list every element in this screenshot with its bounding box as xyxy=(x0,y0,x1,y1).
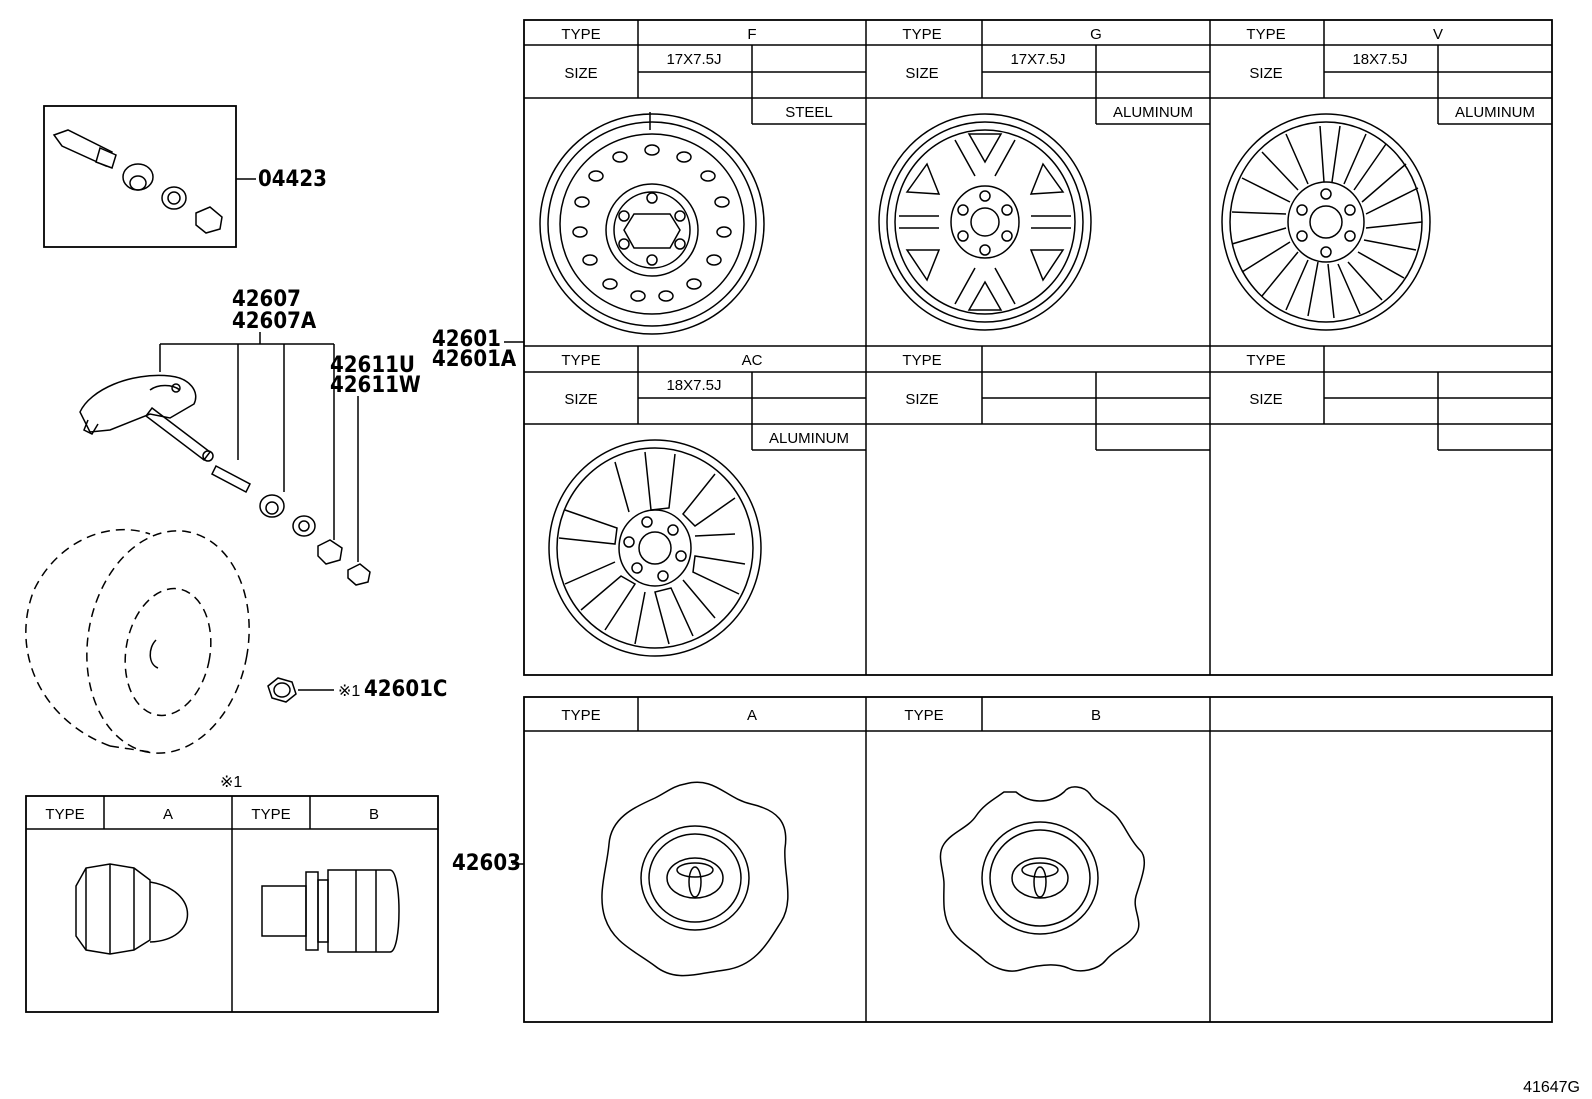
wheel-f-type-label: TYPE xyxy=(561,26,600,43)
wheel-v-material: ALUMINUM xyxy=(1455,104,1535,121)
wheel-f-material: STEEL xyxy=(785,104,833,121)
tpms-sensor-icon xyxy=(79,374,371,586)
flange-nut-icon xyxy=(261,869,400,953)
part-number-42601: 42601 xyxy=(432,327,501,352)
alloy-wheel-icon-g xyxy=(878,113,1092,331)
wheel-g-material: ALUMINUM xyxy=(1113,104,1193,121)
acorn-nut-icon xyxy=(75,863,189,955)
wheel-g-size-label: SIZE xyxy=(905,65,938,82)
hub-nut-type-label-b: TYPE xyxy=(251,806,290,823)
tpms-sensor-group: 42607 42607A 42611U 42611W xyxy=(79,287,421,586)
empty-col3-size-label: SIZE xyxy=(1249,391,1282,408)
hub-nut-mark: ※1 xyxy=(338,683,360,700)
cap-type-a: A xyxy=(747,707,757,724)
cap-type-label-a: TYPE xyxy=(561,707,600,724)
steel-wheel-icon xyxy=(539,112,765,335)
part-number-42603: 42603 xyxy=(452,851,521,876)
tire-hub xyxy=(149,639,159,669)
tire-outline xyxy=(25,528,250,754)
hub-nut-type-label-a: TYPE xyxy=(45,806,84,823)
hub-nut-callout: ※1 42601C xyxy=(267,677,447,703)
hub-nut-table-note: ※1 xyxy=(220,774,242,791)
toyota-logo-icon xyxy=(1011,857,1069,899)
part-number-42601A: 42601A xyxy=(432,347,517,372)
diagram-code: 41647G xyxy=(1523,1079,1580,1096)
valve-kit-group: 04423 xyxy=(43,105,327,248)
empty-col3-type-label: TYPE xyxy=(1246,352,1285,369)
wheel-v-type-label: TYPE xyxy=(1246,26,1285,43)
valve-icon xyxy=(52,129,223,234)
wheel-ac-size: 18X7.5J xyxy=(666,377,721,394)
part-number-42611U: 42611U xyxy=(330,353,415,378)
part-number-04423: 04423 xyxy=(258,167,327,192)
hub-nut-type-b: B xyxy=(369,806,379,823)
part-number-42607: 42607 xyxy=(232,287,301,312)
wheel-v-size: 18X7.5J xyxy=(1352,51,1407,68)
wheel-v-size-label: SIZE xyxy=(1249,65,1282,82)
cap-type-b: B xyxy=(1091,707,1101,724)
empty-col2-size-label: SIZE xyxy=(905,391,938,408)
wheel-f-size-label: SIZE xyxy=(564,65,597,82)
wheel-ac-type-label: TYPE xyxy=(561,352,600,369)
cap-type-label-b: TYPE xyxy=(904,707,943,724)
alloy-wheel-icon-v xyxy=(1221,113,1431,331)
wheel-ac-type: AC xyxy=(742,352,763,369)
part-number-42611W: 42611W xyxy=(330,373,421,398)
part-number-42601C: 42601C xyxy=(364,677,447,702)
wheel-ac-size-label: SIZE xyxy=(564,391,597,408)
wheel-ac-material: ALUMINUM xyxy=(769,430,849,447)
wheel-f-type: F xyxy=(747,26,756,43)
wheel-g-type-label: TYPE xyxy=(902,26,941,43)
wheel-g-type: G xyxy=(1090,26,1102,43)
part-number-42607A: 42607A xyxy=(232,309,317,334)
alloy-wheel-icon-ac xyxy=(548,439,762,657)
center-cap-a-icon xyxy=(601,781,789,977)
center-cap-table: TYPE A TYPE B 42603 xyxy=(452,696,1553,1023)
empty-col2-type-label: TYPE xyxy=(902,352,941,369)
wheel-v-type: V xyxy=(1433,26,1443,43)
center-cap-b-icon xyxy=(939,786,1145,972)
wheel-f-size: 17X7.5J xyxy=(666,51,721,68)
wheel-g-size: 17X7.5J xyxy=(1010,51,1065,68)
hub-nut-type-a: A xyxy=(163,806,173,823)
toyota-logo-icon xyxy=(666,857,724,899)
wheel-table: TYPE F SIZE 17X7.5J STEEL TYPE G SIZE 17… xyxy=(432,19,1553,676)
lug-nut-icon xyxy=(267,677,297,703)
hub-nut-table: ※1 TYPE A TYPE B xyxy=(25,774,439,1013)
